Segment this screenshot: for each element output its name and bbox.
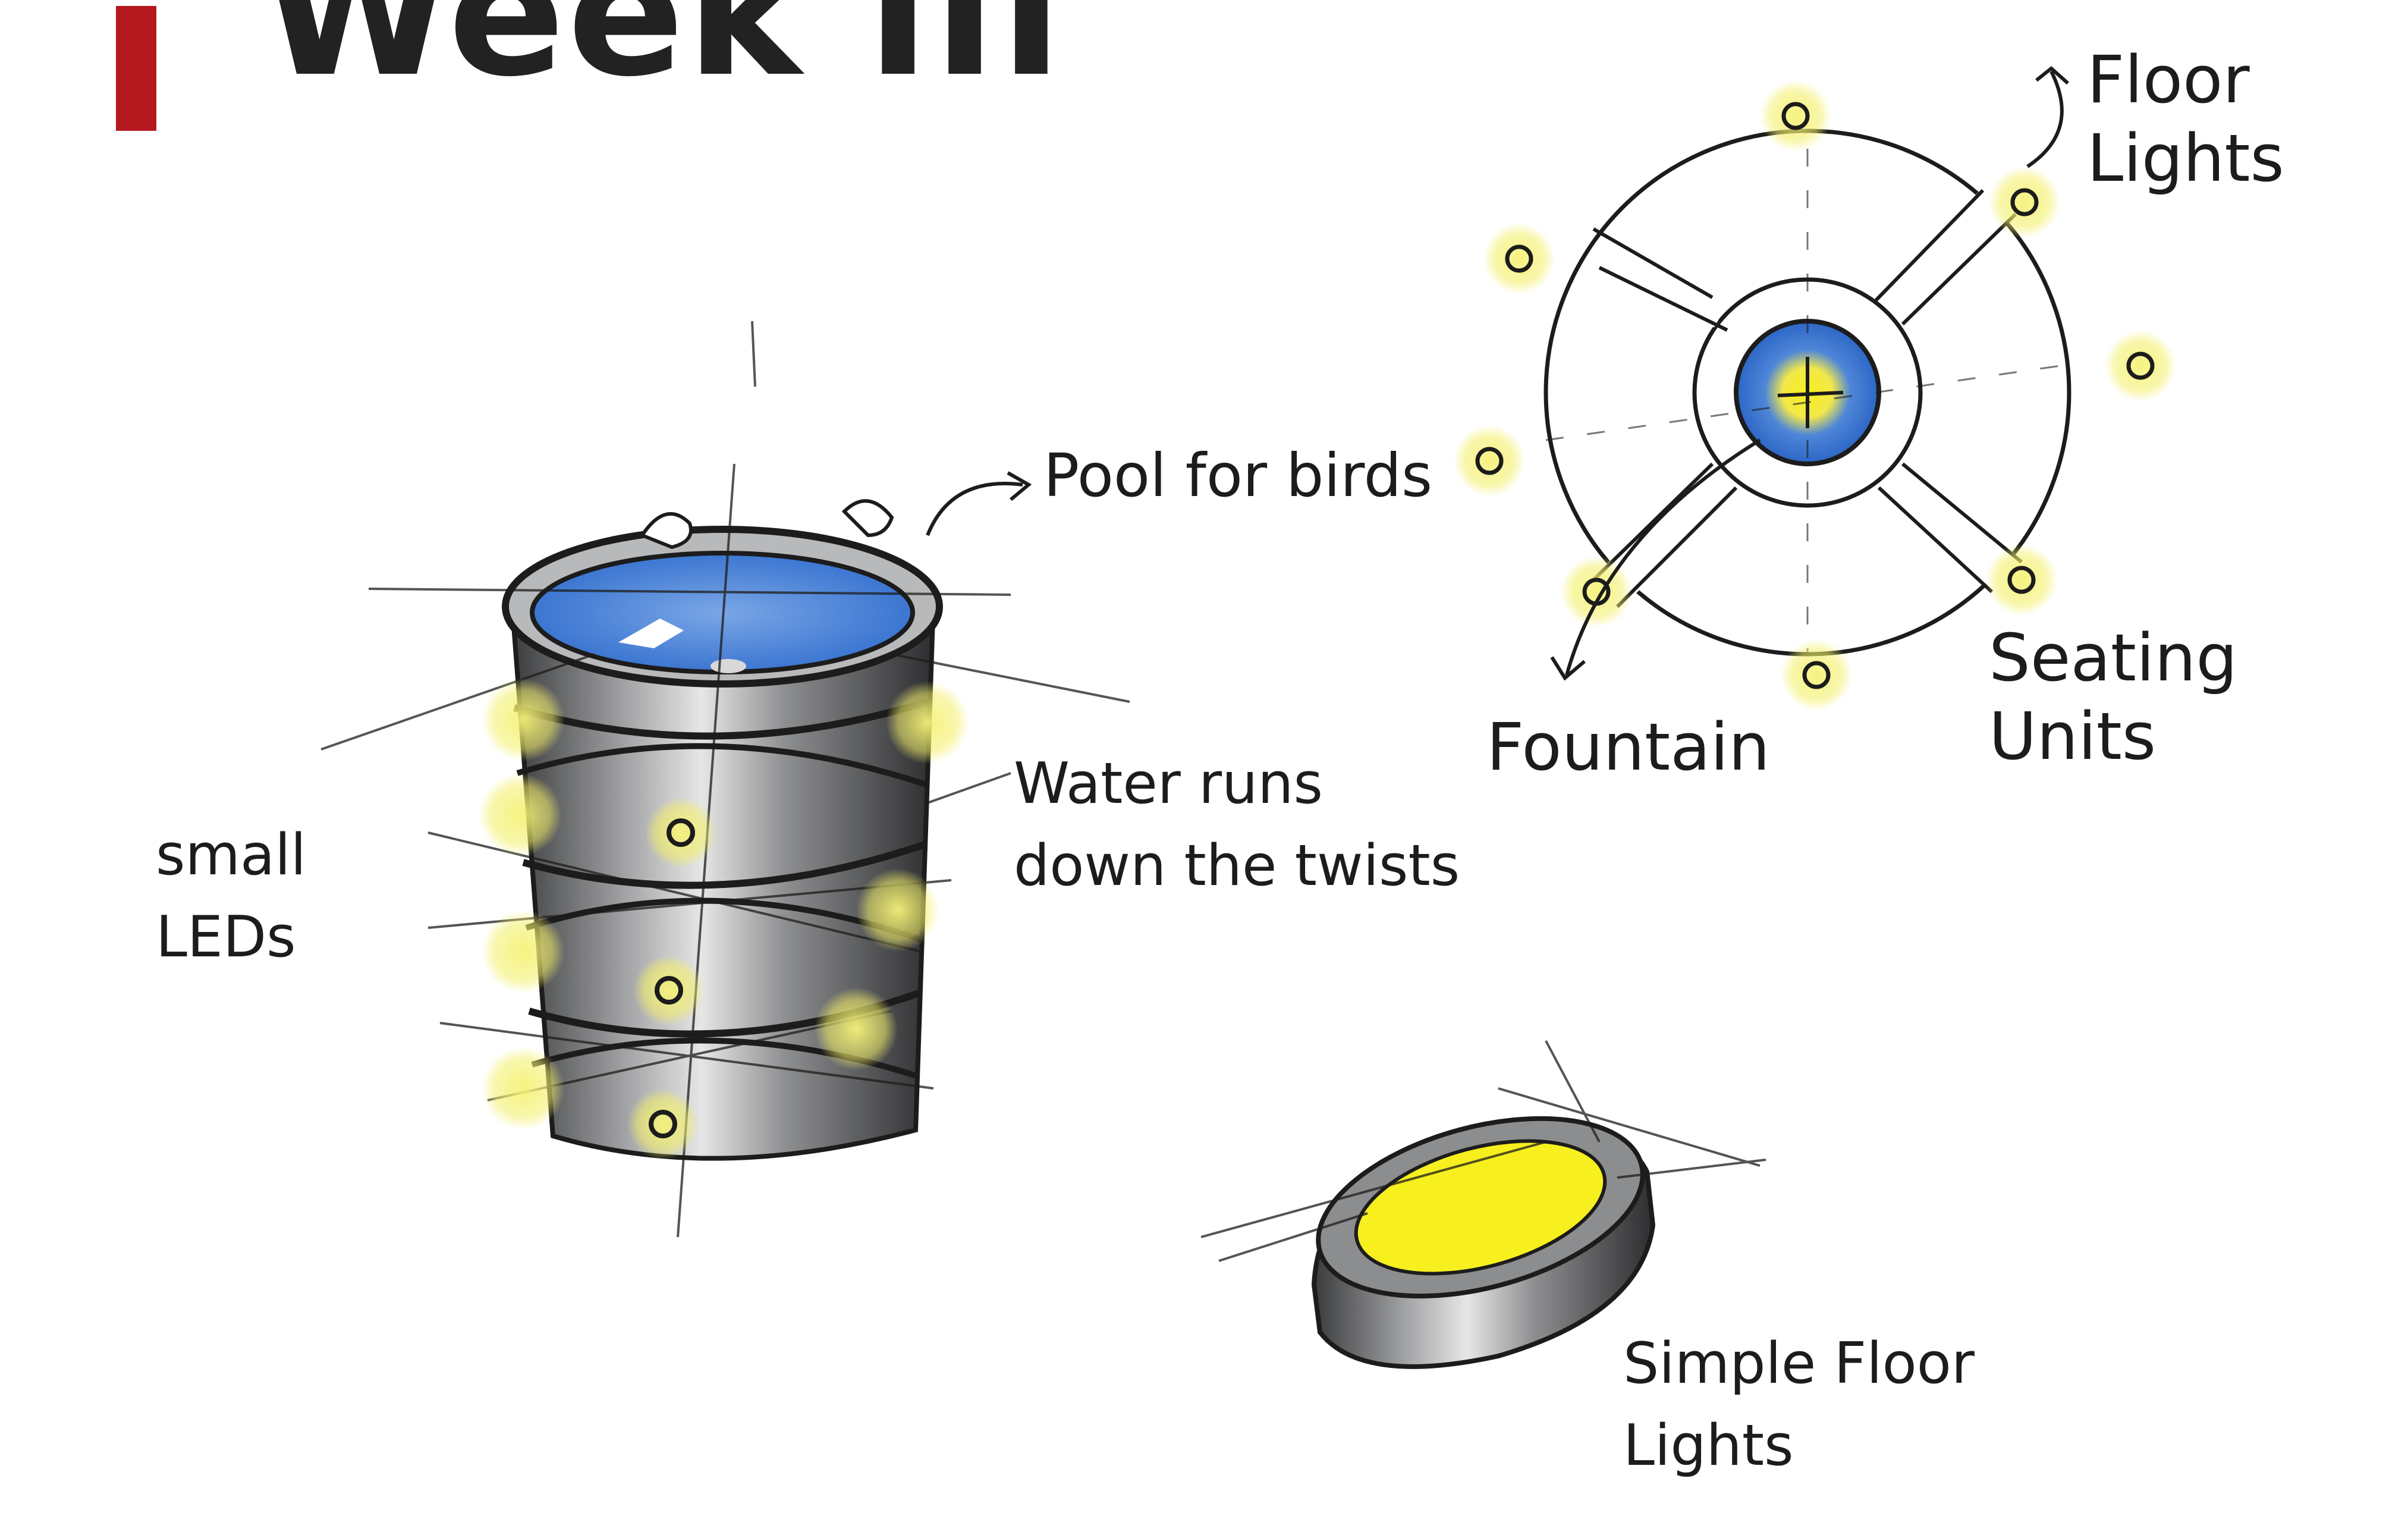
- title-accent-bar: [116, 6, 156, 131]
- floor-light-markers: [1454, 80, 2176, 711]
- simple-floor-light-sketch: [1200, 1040, 1766, 1369]
- label-floor-lights-line1: Floor: [2087, 42, 2250, 118]
- label-small-leds-line1: small: [156, 823, 307, 888]
- plaza-plan-sketch: [1454, 66, 2176, 711]
- label-water-runs-line1: Water runs: [1014, 751, 1323, 817]
- label-seating-units: Seating Units: [1989, 619, 2237, 776]
- label-simple-floor-lights-line1: Simple Floor: [1623, 1331, 1975, 1396]
- label-floor-lights: Floor Lights: [2087, 40, 2284, 197]
- label-water-runs-line2: down the twists: [1014, 833, 1460, 899]
- label-pool-for-birds: Pool for birds: [1043, 441, 1433, 510]
- page-title: Week III: [262, 0, 1066, 115]
- label-floor-lights-line2: Lights: [2087, 120, 2284, 196]
- label-seating-units-line1: Seating: [1989, 620, 2238, 696]
- label-simple-floor-lights-line2: Lights: [1623, 1413, 1794, 1479]
- label-small-leds-line2: LEDs: [156, 904, 296, 970]
- label-simple-floor-lights: Simple Floor Lights: [1623, 1323, 1975, 1487]
- fountain-tower-sketch: [320, 321, 1130, 1238]
- label-seating-units-line2: Units: [1989, 698, 2156, 774]
- led-lights: [479, 678, 969, 1160]
- label-water-runs: Water runs down the twists: [1014, 743, 1460, 908]
- label-small-leds: small LEDs: [156, 815, 306, 979]
- label-fountain: Fountain: [1486, 709, 1770, 785]
